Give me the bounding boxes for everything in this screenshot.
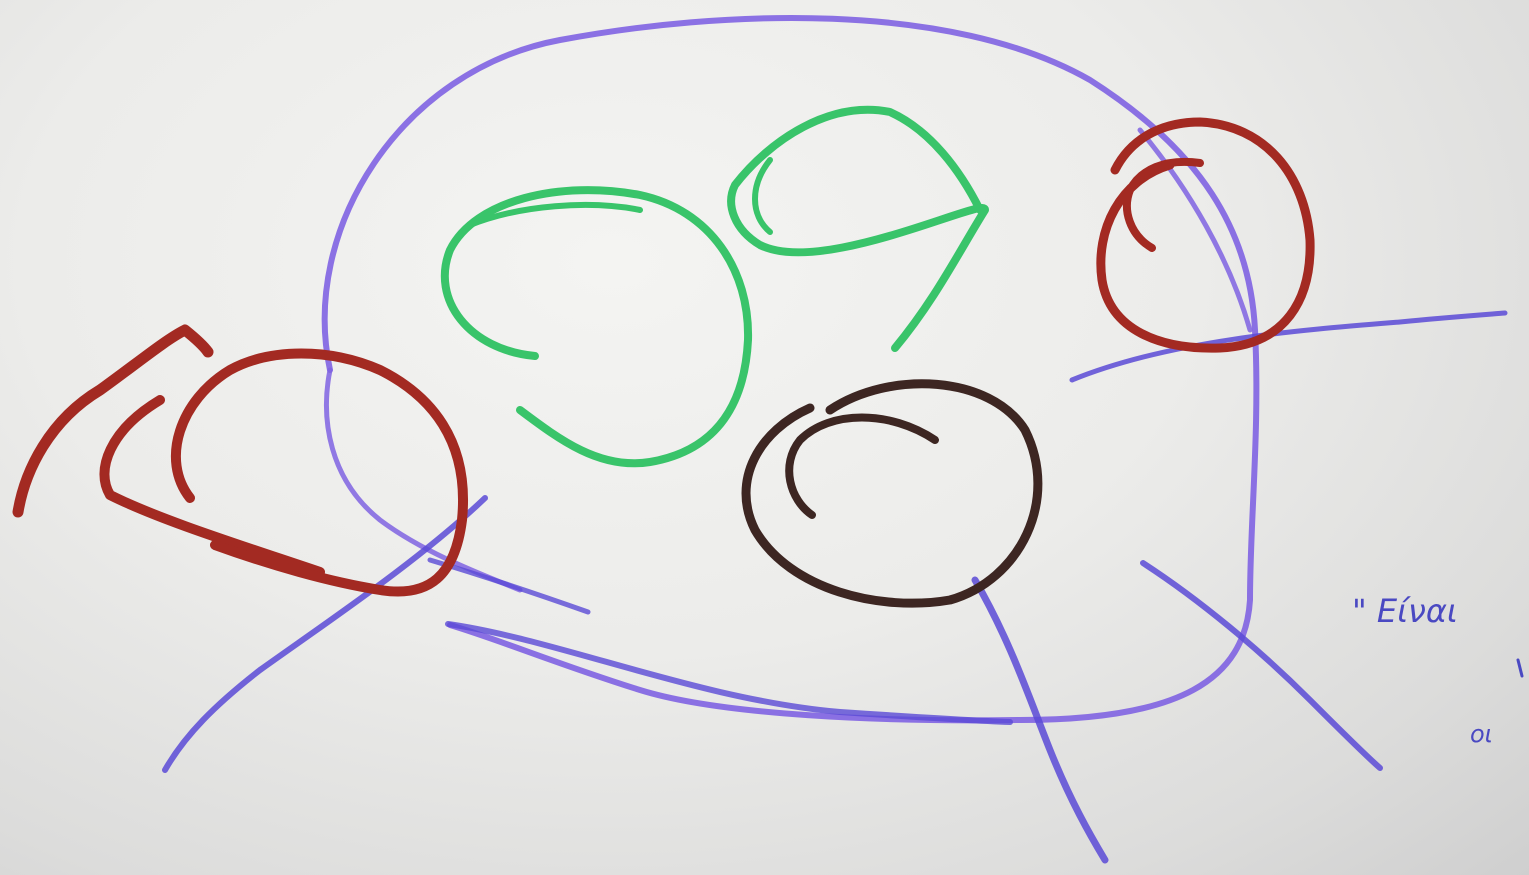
violet-outline-shape [325,18,1257,720]
green-loop-left [445,190,748,463]
blue-line-right-diagonal [1143,563,1380,768]
red-inner-hook-right [1127,162,1200,248]
blue-line-lower-left-branch [430,560,588,612]
handwritten-quote-text: " Είναι [1352,592,1458,630]
brown-inner-hook [789,418,935,516]
handwritten-stroke-fragment [1518,660,1522,676]
green-shape-upper-inner [755,160,770,232]
handwritten-fragment-text: οι [1470,720,1493,748]
